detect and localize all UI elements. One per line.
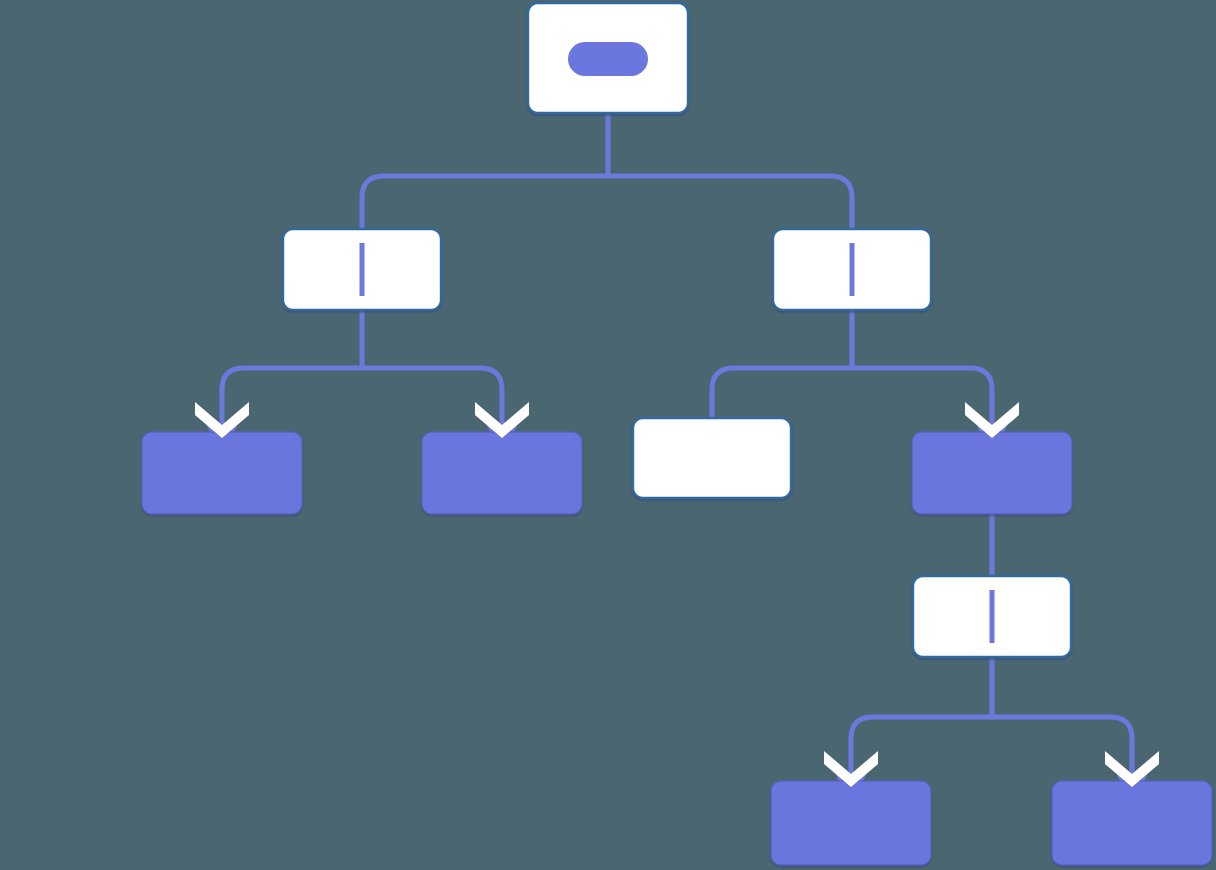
leaf-node-1-chevron-down-icon [824,751,878,787]
child-node-2[interactable] [421,431,583,515]
edge-sub-branch-to-leaf-1 [836,714,992,805]
child-node-3-body[interactable] [631,416,793,500]
branch-node-right[interactable] [771,227,933,312]
node-layer [141,1,1213,866]
root-node-pill-icon [568,42,648,76]
edge-root-to-branch-right [608,173,855,229]
child-node-4[interactable] [911,431,1073,515]
leaf-node-2-body[interactable] [1051,780,1213,866]
edge-branch-left-to-child-1 [207,365,362,456]
child-node-2-chevron-down-icon [475,402,529,438]
leaf-node-2-chevron-down-icon [1105,751,1159,787]
leaf-node-2[interactable] [1051,780,1213,866]
edge-branch-left-to-child-2 [362,365,517,456]
arrow-marker-layer [195,402,1159,787]
edge-branch-right-to-child-4 [852,365,1007,456]
root-node[interactable] [526,1,690,115]
child-node-1-body[interactable] [141,431,303,515]
branch-node-left[interactable] [281,227,443,312]
child-node-2-body[interactable] [421,431,583,515]
child-node-3[interactable] [631,416,793,500]
edge-branch-right-to-child-3 [709,365,852,418]
edge-root-to-branch-left [359,173,608,229]
sub-branch-node[interactable] [911,574,1073,659]
child-node-1[interactable] [141,431,303,515]
leaf-node-1[interactable] [770,780,932,866]
child-node-4-chevron-down-icon [965,402,1019,438]
edge-layer [207,76,1147,805]
leaf-node-1-body[interactable] [770,780,932,866]
child-node-1-chevron-down-icon [195,402,249,438]
child-node-4-body[interactable] [911,431,1073,515]
edge-sub-branch-to-leaf-2 [992,714,1147,805]
